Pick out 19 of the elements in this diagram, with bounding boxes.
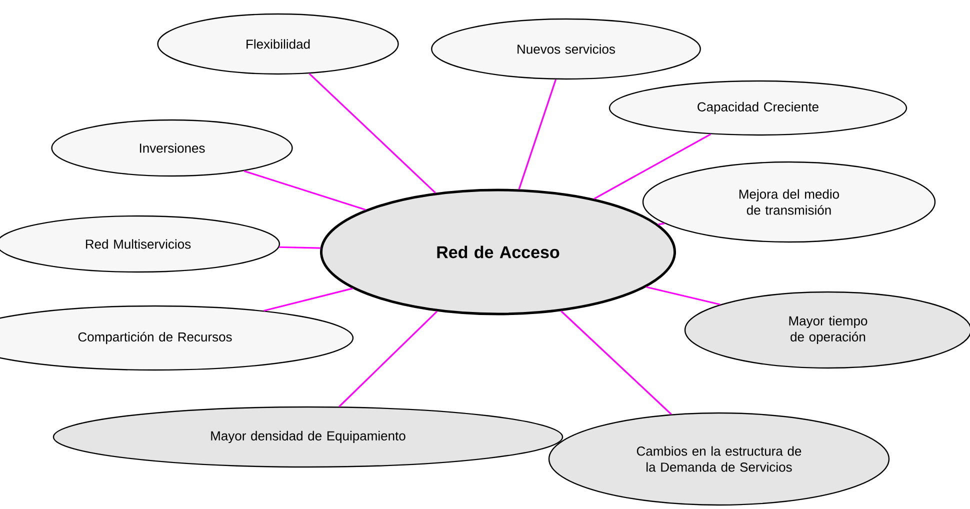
ellipse-node: Red de Acceso: [320, 188, 676, 316]
ellipse-node: Mayor tiempo de operación: [684, 291, 970, 369]
connector-line: [308, 72, 436, 194]
ellipse-node: Capacidad Creciente: [608, 80, 908, 136]
ellipse-node: Inversiones: [51, 119, 293, 177]
connector-line: [658, 222, 665, 226]
connector-line: [646, 286, 720, 306]
ellipse-node: Mayor densidad de Equipamiento: [52, 406, 564, 468]
connector-line: [594, 133, 712, 200]
ellipse-node: Mejora del medio de transmisión: [642, 161, 936, 243]
connector-line: [244, 170, 366, 210]
ellipse-node: Flexibilidad: [157, 13, 399, 75]
ellipse-node: Cambios en la estructura de la Demanda de Servicios: [548, 412, 890, 506]
connector-line: [279, 246, 320, 249]
connector-line: [560, 310, 672, 415]
connector-line: [264, 288, 353, 312]
connector-line: [338, 310, 438, 408]
connector-line: [518, 79, 557, 190]
ellipse-node: Nuevos servicios: [431, 18, 701, 80]
